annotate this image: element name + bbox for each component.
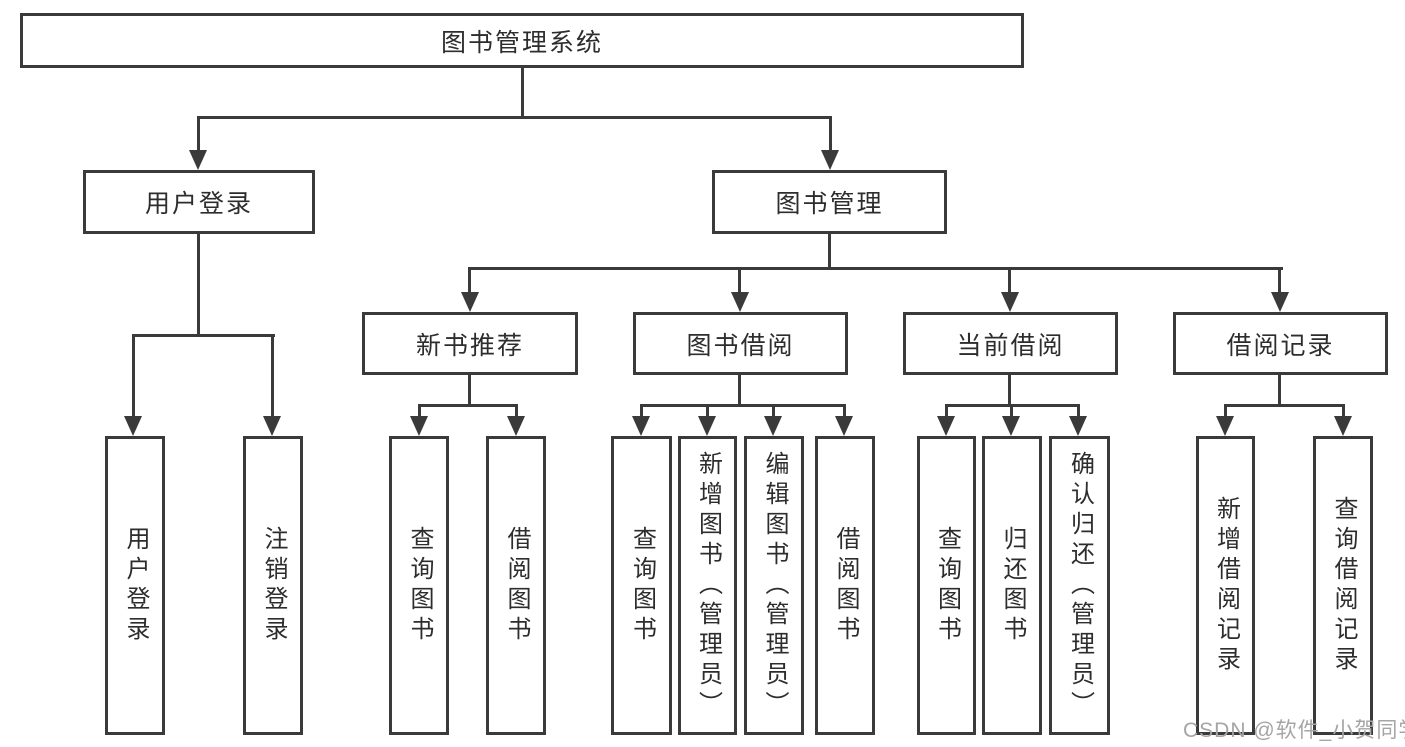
leaf-borrow-borrow: 借阅图书 [815,436,875,735]
connector-records-hbar [1224,404,1345,407]
node-book-management: 图书管理 [712,170,947,234]
connector-records-drop-1 [1224,404,1227,416]
connector-borrow-drop-1 [640,404,643,416]
leaf-borrow-query: 查询图书 [611,436,672,735]
connector-bookmgmt-drop-2 [738,267,741,292]
node-book-borrow-label: 图书借阅 [686,331,795,360]
arrow-down-icon [1271,292,1289,312]
connector-borrow-stem [738,375,741,407]
node-user-login-label: 用户登录 [144,190,253,218]
connector-bookmgmt-drop-3 [1008,267,1011,292]
connector-current-drop-1 [945,404,948,416]
arrow-down-icon [937,416,955,436]
leaf-newbook-borrow: 借阅图书 [486,436,546,735]
leaf-records-query: 查询借阅记录 [1313,436,1373,735]
arrow-down-icon [1001,292,1019,312]
leaf-newbook-query: 查询图书 [389,436,449,735]
node-new-book-recommend-label: 新书推荐 [415,331,524,360]
connector-records-drop-2 [1342,404,1345,416]
arrow-down-icon [461,292,479,312]
arrow-down-icon [124,416,142,436]
connector-bookmgmt-drop-1 [468,267,471,292]
connector-borrow-drop-3 [772,404,775,416]
connector-userlogin-hbar [132,334,275,337]
connector-bookmgmt-hbar [468,267,1283,270]
leaf-borrow-borrow-label: 借阅图书 [832,525,859,646]
node-book-management-label: 图书管理 [775,190,884,218]
arrow-down-icon [1069,416,1087,436]
connector-newbook-stem [468,375,471,407]
connector-newbook-drop-2 [515,404,518,416]
connector-root-drop-right [829,116,832,152]
node-current-borrow-label: 当前借阅 [956,331,1065,360]
arrow-down-icon [1002,416,1020,436]
connector-current-drop-3 [1077,404,1080,416]
leaf-borrow-add-admin-label: 新增图书（管理员） [694,450,722,721]
connector-current-drop-2 [1010,404,1013,416]
leaf-borrow-query-label: 查询图书 [628,525,656,646]
arrow-down-icon [835,416,853,436]
connector-bookmgmt-stem [828,234,831,270]
node-root-label: 图书管理系统 [440,28,603,57]
leaf-current-confirm-admin: 确认归还（管理员） [1049,436,1110,735]
arrow-down-icon [507,416,525,436]
leaf-current-query-label: 查询图书 [933,525,961,646]
connector-newbook-hbar [418,404,518,407]
arrow-down-icon [263,416,281,436]
leaf-records-add-label: 新增借阅记录 [1212,495,1240,676]
leaf-borrow-edit-admin: 编辑图书（管理员） [744,436,804,735]
node-new-book-recommend: 新书推荐 [362,312,578,375]
connector-root-stem [521,68,524,118]
arrow-down-icon [1216,416,1234,436]
connector-borrow-drop-4 [843,404,846,416]
arrow-down-icon [410,416,428,436]
connector-userlogin-drop-2 [271,334,274,418]
connector-records-stem [1278,375,1281,407]
node-user-login: 用户登录 [83,170,315,234]
leaf-newbook-borrow-label: 借阅图书 [503,525,530,646]
leaf-user-login-label: 用户登录 [122,525,149,646]
arrow-down-icon [1334,416,1352,436]
connector-userlogin-drop-1 [132,334,135,418]
connector-borrow-drop-2 [706,404,709,416]
leaf-newbook-query-label: 查询图书 [406,525,433,646]
leaf-current-query: 查询图书 [917,436,976,735]
connector-root-drop-left [197,116,200,152]
leaf-logout-label: 注销登录 [260,525,287,646]
leaf-borrow-add-admin: 新增图书（管理员） [678,436,737,735]
leaf-current-confirm-admin-label: 确认归还（管理员） [1066,450,1094,721]
node-borrow-records-label: 借阅记录 [1226,331,1335,360]
node-book-borrow: 图书借阅 [633,312,848,375]
node-root: 图书管理系统 [20,13,1024,68]
connector-current-stem [1008,375,1011,407]
leaf-logout: 注销登录 [243,436,303,735]
leaf-current-return: 归还图书 [982,436,1042,735]
arrow-down-icon [189,150,207,170]
leaf-current-return-label: 归还图书 [999,525,1026,646]
arrow-down-icon [632,416,650,436]
leaf-user-login: 用户登录 [105,436,165,735]
connector-newbook-drop-1 [418,404,421,416]
arrow-down-icon [731,292,749,312]
leaf-records-query-label: 查询借阅记录 [1330,495,1357,676]
connector-bookmgmt-drop-4 [1278,267,1281,292]
connector-root-hbar [197,116,832,119]
csdn-watermark: CSDN @软件_小贺同学 [1183,719,1405,742]
arrow-down-icon [764,416,782,436]
connector-borrow-hbar [640,404,846,407]
arrow-down-icon [821,150,839,170]
node-current-borrow: 当前借阅 [903,312,1118,375]
node-borrow-records: 借阅记录 [1173,312,1388,375]
leaf-records-add: 新增借阅记录 [1196,436,1255,735]
leaf-borrow-edit-admin-label: 编辑图书（管理员） [761,450,788,721]
connector-userlogin-stem [197,234,200,337]
arrow-down-icon [698,416,716,436]
